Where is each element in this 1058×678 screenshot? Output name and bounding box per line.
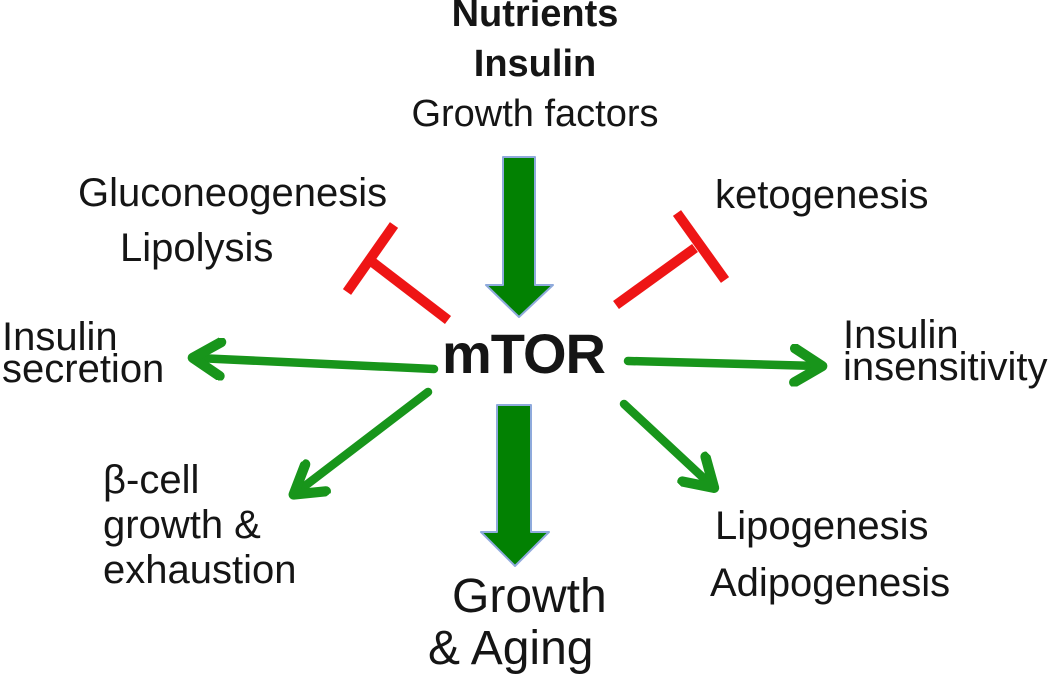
insulin-insensitivity-arrow-icon	[623, 361, 818, 366]
beta-cell-label: β-cell growth & exhaustion	[103, 458, 296, 593]
insulin-secretion-arrow-icon	[197, 358, 439, 369]
insulin-insensitivity-line1: Insulin	[843, 313, 959, 357]
insulin-secretion-line2: secretion	[2, 347, 165, 391]
growth-aging-line2: & Aging	[428, 622, 594, 675]
ketogenesis-inhibition-tbar-icon	[613, 210, 730, 310]
gluconeogenesis-label: Gluconeogenesis	[78, 171, 388, 215]
beta-cell-line2: growth &	[103, 503, 261, 547]
beta-cell-line1: β-cell	[103, 458, 200, 502]
mtor-node-label: mTOR	[442, 322, 606, 385]
adipogenesis-label: Adipogenesis	[710, 561, 951, 605]
ketogenesis-label: ketogenesis	[715, 173, 929, 217]
insulin-secretion-line1: Insulin	[2, 315, 118, 359]
input-block-arrow-icon	[485, 156, 554, 318]
lipogenesis-arrow-icon	[619, 399, 711, 485]
beta-cell-arrow-icon	[297, 387, 433, 492]
nutrients-label: Nutrients	[451, 0, 619, 35]
growth-aging-line1: Growth	[452, 570, 607, 623]
lipolysis-label: Lipolysis	[120, 226, 274, 270]
growth-factors-label: Growth factors	[411, 93, 659, 135]
gluconeogenesis-inhibition-tbar-icon	[342, 222, 452, 324]
growth-aging-block-arrow-icon	[480, 404, 550, 567]
insulin-input-label: Insulin	[473, 43, 597, 85]
inputs-label-group: Nutrients Insulin Growth factors	[320, 0, 750, 139]
insulin-insensitivity-line2: insensitivity	[843, 345, 1048, 389]
lipogenesis-label: Lipogenesis	[715, 504, 929, 548]
insulin-secretion-label: Insulin secretion	[2, 315, 165, 391]
beta-cell-line3: exhaustion	[103, 548, 297, 592]
insulin-insensitivity-label: Insulin insensitivity	[843, 313, 1048, 389]
